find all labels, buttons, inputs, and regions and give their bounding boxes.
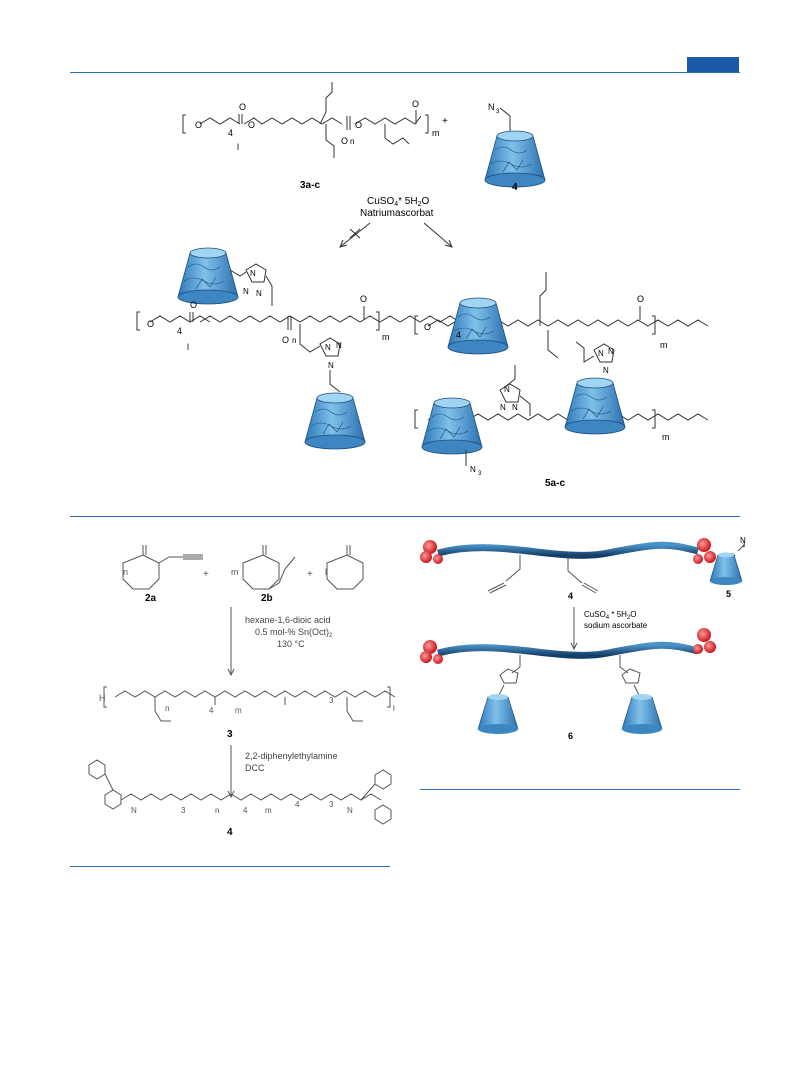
- svg-text:N: N: [256, 289, 262, 298]
- svg-text:n: n: [350, 137, 354, 146]
- section-rule-right-bottom: [420, 789, 740, 790]
- svg-text:n: n: [292, 336, 296, 345]
- svg-text:6: 6: [568, 731, 573, 741]
- svg-text:N: N: [608, 347, 614, 356]
- reaction-conditions-top: CuSO4* 5H2O Natriumascorbat: [360, 196, 434, 219]
- svg-text:O: O: [248, 120, 255, 130]
- svg-text:N: N: [603, 366, 609, 375]
- svg-text:3: 3: [181, 806, 186, 815]
- svg-text:2a: 2a: [145, 593, 157, 604]
- svg-text:3: 3: [329, 800, 334, 809]
- svg-text:O: O: [239, 102, 246, 112]
- svg-text:m: m: [265, 806, 272, 815]
- svg-text:O: O: [147, 319, 154, 329]
- svg-text:3: 3: [478, 471, 482, 477]
- product-5ac: O 4 O m N N N N N N N 3 m 5a-c: [414, 272, 709, 489]
- svg-text:sodium ascorbate: sodium ascorbate: [584, 621, 648, 630]
- label-3ac: 3a-c: [300, 180, 320, 191]
- svg-text:m: m: [660, 340, 668, 350]
- svg-text:N: N: [740, 536, 746, 545]
- svg-text:N: N: [328, 361, 334, 370]
- svg-text:4: 4: [227, 827, 233, 838]
- svg-text:CuSO4 * 5H2O: CuSO4 * 5H2O: [584, 610, 637, 621]
- svg-text:4: 4: [295, 800, 300, 809]
- svg-text:+: +: [307, 569, 313, 580]
- svg-text:N: N: [598, 349, 604, 358]
- svg-text:l: l: [187, 342, 189, 352]
- svg-text:3: 3: [227, 729, 233, 740]
- svg-text:2b: 2b: [261, 593, 273, 604]
- svg-text:N: N: [347, 806, 353, 815]
- section-rule-left-bottom: [70, 866, 390, 867]
- svg-text:130 °C: 130 °C: [277, 639, 305, 649]
- svg-text:l: l: [325, 567, 327, 577]
- stopper-left: [420, 540, 443, 564]
- svg-text:4: 4: [568, 591, 573, 601]
- synthesis-scheme-left: n 2a + m 2b + l hexane-1,6-dioic acid 0.…: [88, 545, 396, 838]
- svg-text:N: N: [243, 287, 249, 296]
- svg-text:DCC: DCC: [245, 763, 265, 773]
- svg-text:O: O: [190, 300, 197, 310]
- top-reaction-scheme: O 4 O O l O n O O m + 3a-c N 3 4 CuSO4* …: [136, 82, 709, 489]
- svg-text:O: O: [424, 322, 431, 332]
- svg-text:4: 4: [209, 706, 214, 715]
- product-left-not-formed: N N N O 4 O l O n O m N N N: [136, 247, 471, 450]
- svg-text:m: m: [432, 128, 440, 138]
- svg-text:O: O: [360, 294, 367, 304]
- svg-text:O: O: [637, 294, 644, 304]
- svg-text:O: O: [195, 120, 202, 130]
- svg-text:N: N: [131, 806, 137, 815]
- svg-text:N: N: [250, 269, 256, 278]
- svg-text:2,2-diphenylethylamine: 2,2-diphenylethylamine: [245, 751, 338, 761]
- svg-text:N: N: [500, 403, 506, 412]
- svg-text:5a-c: 5a-c: [545, 478, 565, 489]
- section-rule-mid: [70, 516, 740, 517]
- svg-text:+: +: [442, 116, 448, 127]
- stopper-right: [693, 538, 716, 564]
- svg-text:n: n: [123, 567, 128, 577]
- svg-text:O: O: [355, 120, 362, 130]
- svg-text:4: 4: [177, 326, 182, 336]
- svg-text:m: m: [662, 432, 670, 442]
- svg-text:3: 3: [496, 109, 500, 115]
- svg-text:m: m: [235, 706, 242, 715]
- svg-text:4: 4: [228, 128, 233, 138]
- header-rule: [70, 72, 740, 73]
- reagent-azido-cd: N 3 4: [484, 102, 546, 193]
- svg-text:N: N: [325, 343, 331, 352]
- svg-text:hexane-1,6-dioic acid: hexane-1,6-dioic acid: [245, 615, 331, 625]
- svg-text:Natriumascorbat: Natriumascorbat: [360, 208, 434, 219]
- svg-text:N: N: [512, 403, 518, 412]
- header-color-tab: [687, 57, 739, 72]
- svg-text:N: N: [470, 465, 476, 474]
- svg-text:4: 4: [456, 330, 461, 340]
- svg-text:4: 4: [243, 806, 248, 815]
- svg-text:+: +: [730, 551, 736, 562]
- svg-text:n: n: [165, 704, 169, 713]
- polymer-3ac: [182, 82, 429, 158]
- svg-text:n: n: [215, 806, 219, 815]
- rotaxane-scheme-right: 4 + N CuSO4 * 5H2O sodium ascorbate 6: [420, 536, 746, 741]
- svg-text:4: 4: [512, 182, 518, 193]
- svg-text:CuSO4* 5H2O: CuSO4* 5H2O: [367, 196, 430, 208]
- svg-text:m: m: [231, 567, 239, 577]
- svg-text:N: N: [488, 102, 495, 112]
- svg-text:O: O: [341, 136, 348, 146]
- svg-text:N: N: [504, 385, 510, 394]
- svg-text:m: m: [382, 332, 390, 342]
- svg-text:l: l: [393, 704, 395, 713]
- svg-text:H: H: [99, 693, 106, 703]
- svg-text:O: O: [282, 335, 289, 345]
- svg-text:N: N: [336, 341, 342, 350]
- svg-text:O: O: [412, 99, 419, 109]
- svg-text:0.5 mol-% Sn(Oct)2: 0.5 mol-% Sn(Oct)2: [255, 627, 333, 639]
- svg-text:+: +: [203, 569, 209, 580]
- svg-text:3: 3: [329, 696, 334, 705]
- svg-text:l: l: [237, 142, 239, 152]
